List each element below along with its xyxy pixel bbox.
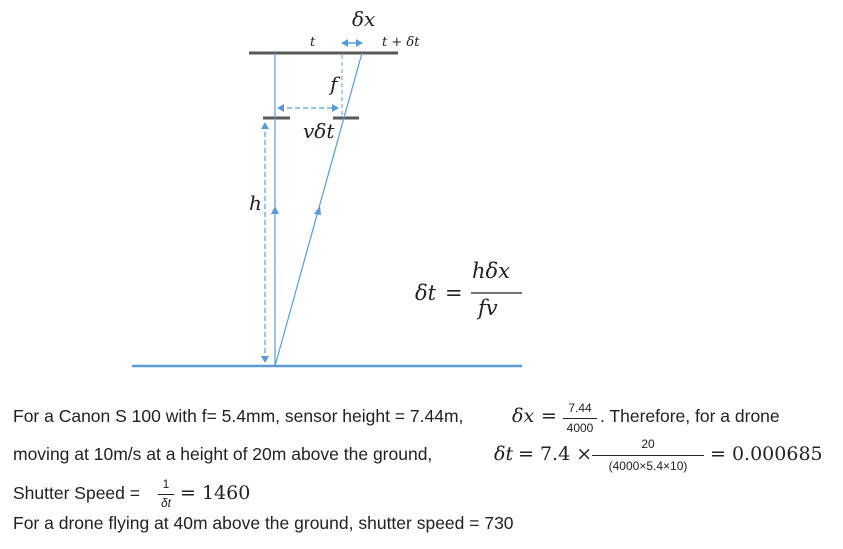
line3-text: Shutter Speed = [13,483,140,503]
line1-frac-den: 4000 [566,421,594,435]
line1-dx: δx [512,405,535,427]
line2-frac-num: 20 [641,437,655,451]
line3-frac-den: δt [160,496,171,510]
dx-label: δx [352,7,375,31]
camera-motion-diagram: δx t t + δt f vδt h δt = hδx fv [132,7,522,368]
formula-eq: = [445,281,463,305]
line3-frac-num: 1 [162,477,170,491]
t-plus-dt-label: t + δt [382,35,420,50]
line1-frac-bar [563,418,597,419]
line2-text: moving at 10m/s at a height of 20m above… [13,444,433,464]
h-label: h [249,191,262,215]
t-label: t [310,35,316,50]
line2-frac-den: (4000×5.4×10) [608,459,688,473]
line1-eq: = [541,405,557,427]
line4-text: For a drone flying at 40m above the grou… [13,513,514,533]
line1-frac-num: 7.44 [568,401,592,415]
formula-numerator: hδx [472,259,510,283]
vertical-ray-arrow [271,206,279,214]
line3-result: = 1460 [180,482,251,504]
line2-result: = 0.000685 [710,443,823,465]
slanted-ray-arrow [314,206,321,215]
formula-lhs: δt [415,281,437,305]
f-label: f [328,72,341,96]
line2-dt: δt [494,443,514,465]
formula-denominator: fv [476,296,498,320]
line2-eq-val: = 7.4 × [518,443,593,465]
line2-frac-bar [592,455,704,456]
v-dt-label: vδt [303,119,335,143]
line1-text: For a Canon S 100 with f= 5.4mm, sensor … [13,406,464,426]
line3-frac-bar [158,494,174,495]
line1-text-end: . Therefore, for a drone [600,406,780,426]
